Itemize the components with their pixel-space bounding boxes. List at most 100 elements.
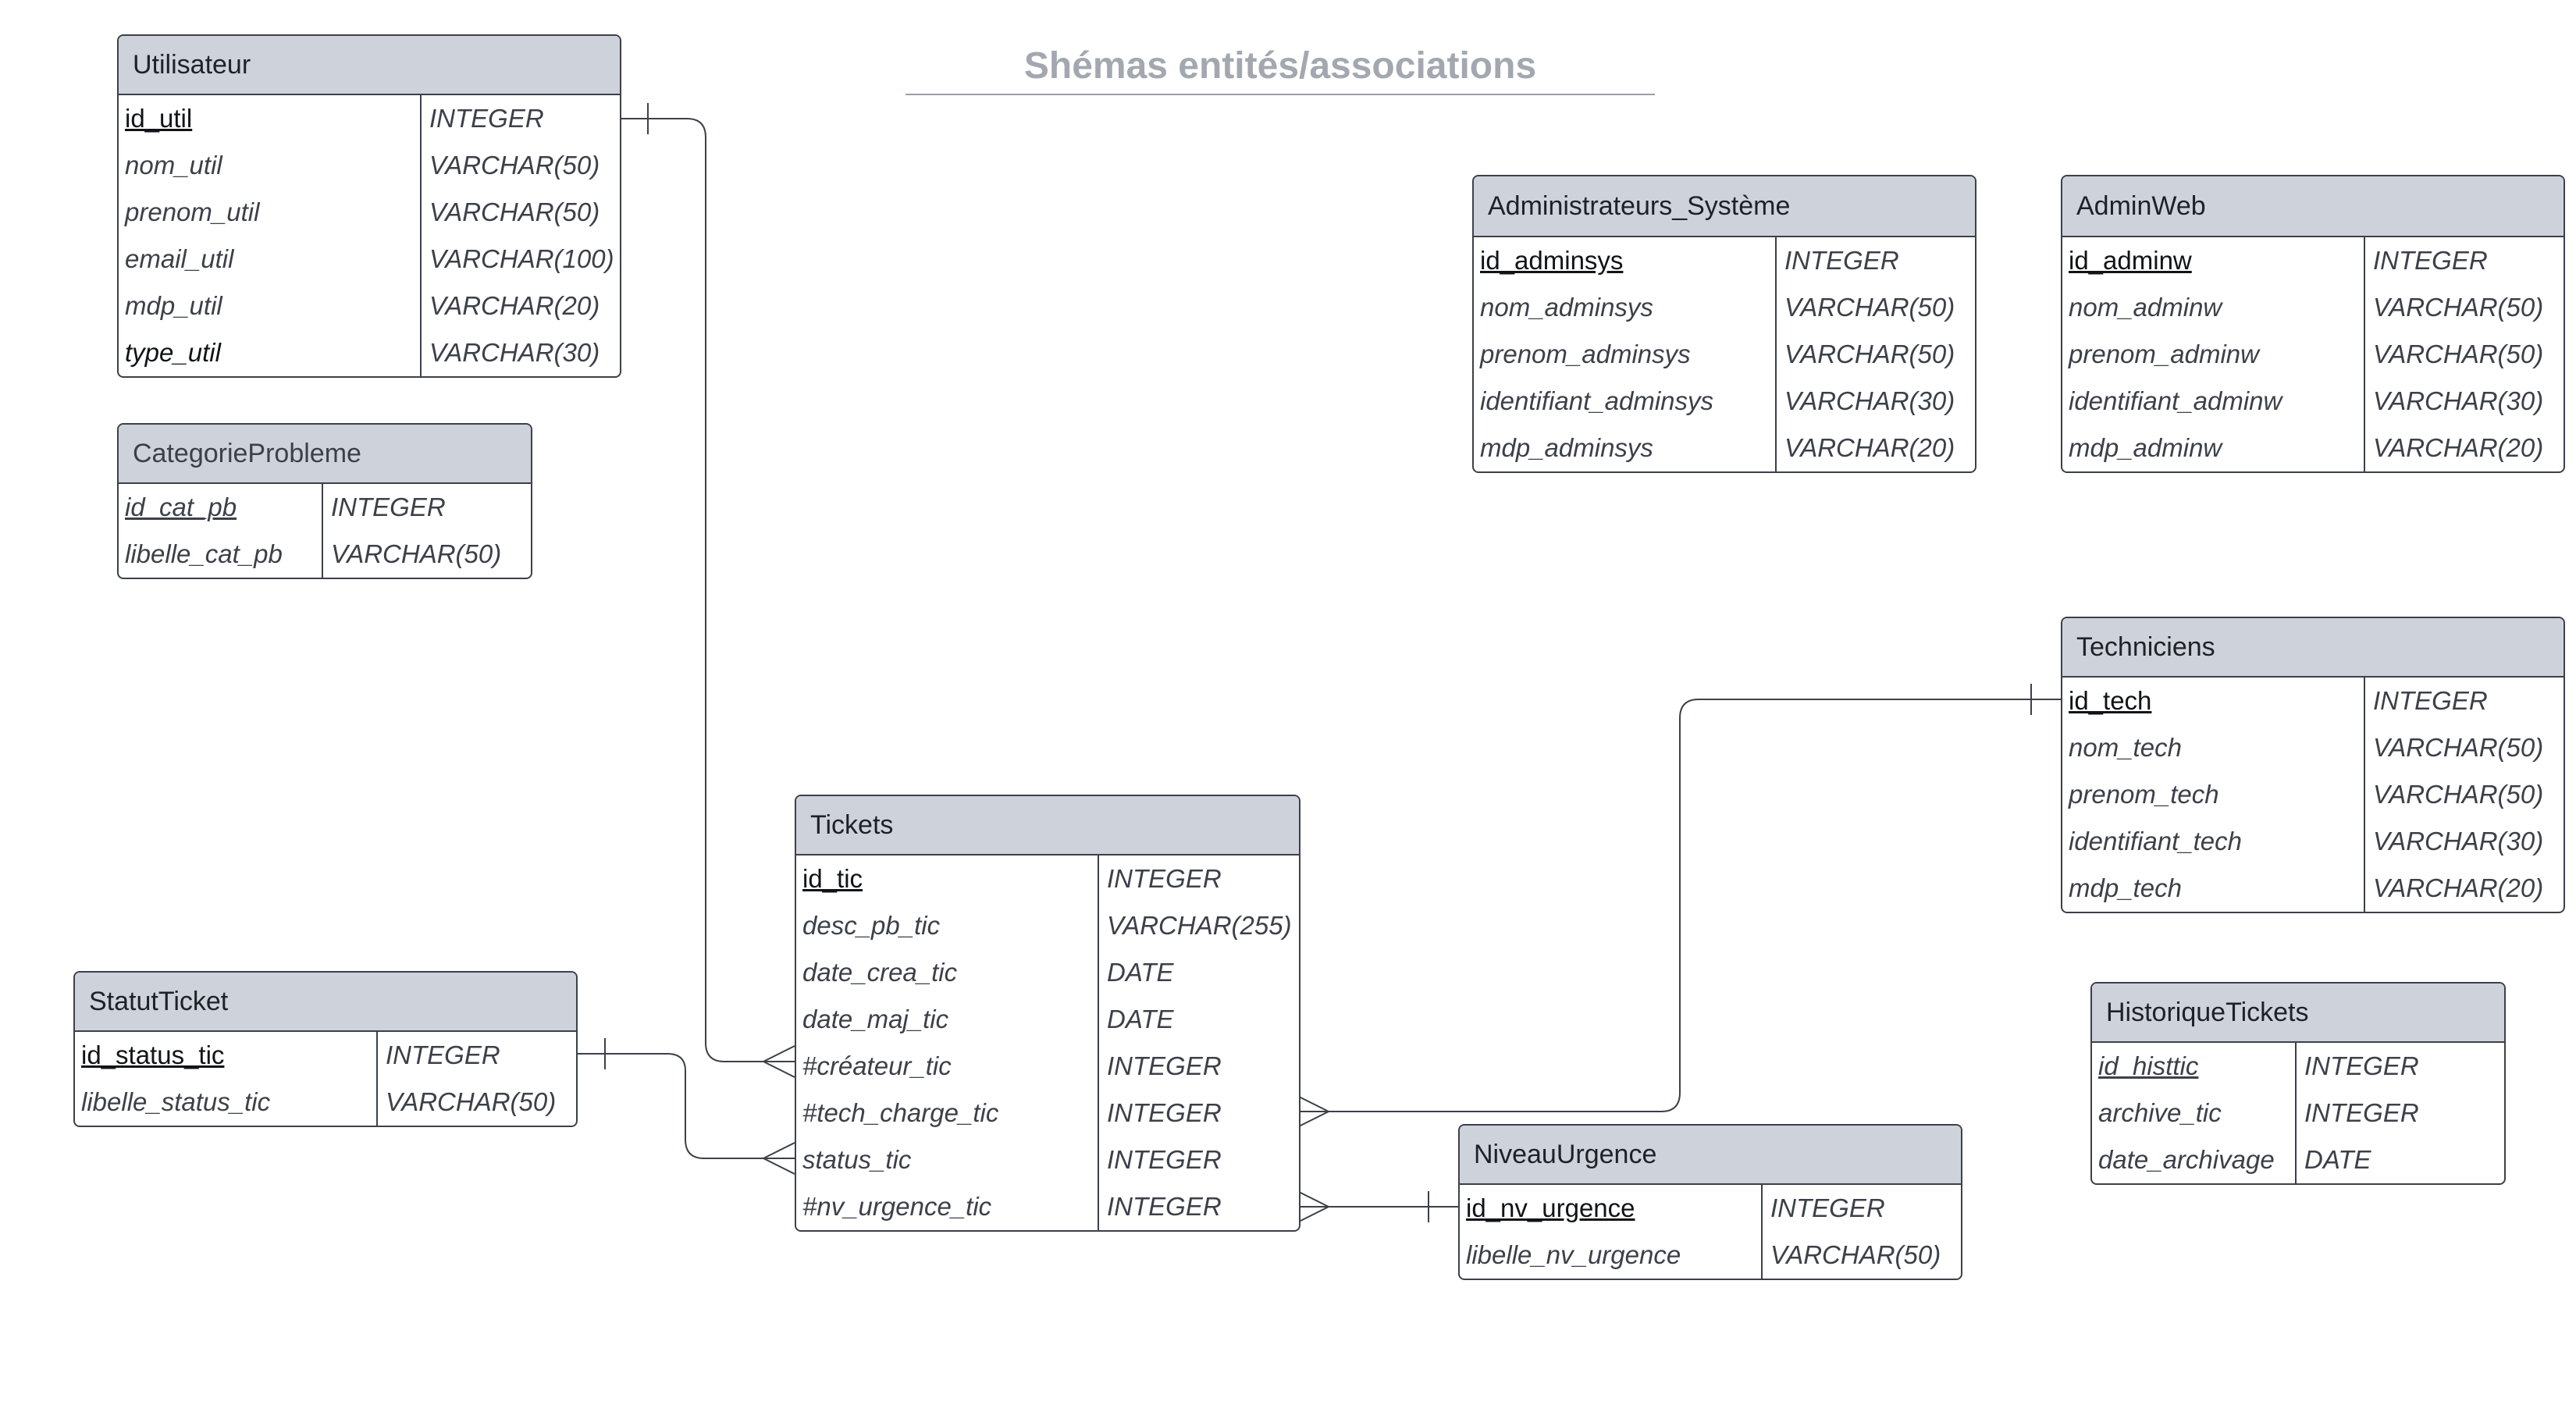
entity-title: Tickets <box>796 796 1299 855</box>
field-name: date_maj_tic <box>802 1005 949 1033</box>
field-type: VARCHAR(50) <box>429 151 600 180</box>
relation-utilisateur-tickets <box>618 118 795 1062</box>
table-row: identifiant_adminw VARCHAR(30) <box>2062 378 2564 425</box>
field-name: date_archivage <box>2098 1145 2275 1174</box>
field-type: VARCHAR(20) <box>429 291 600 320</box>
field-name: #nv_urgence_tic <box>802 1192 992 1221</box>
table-row: email_util VARCHAR(100) <box>119 236 620 283</box>
field-name: id_adminw <box>2069 246 2192 275</box>
field-type: INTEGER <box>1770 1193 1885 1222</box>
table-row: date_archivage DATE <box>2092 1136 2504 1183</box>
entity-title: CategorieProbleme <box>119 425 531 484</box>
field-name: prenom_tech <box>2069 780 2219 809</box>
table-row: type_util VARCHAR(30) <box>119 329 620 376</box>
field-type: VARCHAR(30) <box>2373 386 2544 415</box>
table-row: id_tech INTEGER <box>2062 678 2564 724</box>
entity-title: HistoriqueTickets <box>2092 984 2504 1043</box>
field-name: prenom_adminsys <box>1480 340 1691 368</box>
title-underline <box>906 94 1655 95</box>
table-row: #créateur_tic INTEGER <box>796 1043 1299 1090</box>
field-type: DATE <box>2304 1145 2371 1174</box>
field-name: id_cat_pb <box>125 493 237 521</box>
field-type: INTEGER <box>2304 1051 2419 1080</box>
entity-title: StatutTicket <box>75 973 576 1032</box>
table-row: nom_util VARCHAR(50) <box>119 142 620 189</box>
entity-title: AdminWeb <box>2062 176 2564 237</box>
field-type: INTEGER <box>1107 1145 1222 1174</box>
field-type: INTEGER <box>1107 1192 1222 1221</box>
diagram-title: Shémas entités/associations <box>1023 45 1537 87</box>
field-type: VARCHAR(50) <box>1784 293 1955 322</box>
field-type: VARCHAR(100) <box>429 244 614 273</box>
field-name: archive_tic <box>2098 1098 2222 1127</box>
field-type: INTEGER <box>429 104 544 133</box>
relation-tickets-techniciens <box>1297 699 2061 1112</box>
field-type: DATE <box>1107 958 1174 987</box>
field-name: mdp_tech <box>2069 873 2182 902</box>
field-type: INTEGER <box>1107 1051 1222 1080</box>
field-type: INTEGER <box>2373 686 2488 715</box>
field-name: mdp_adminsys <box>1480 433 1653 462</box>
field-name: date_crea_tic <box>802 958 958 987</box>
field-name: id_tech <box>2069 686 2152 715</box>
field-name: identifiant_adminw <box>2069 386 2282 415</box>
entity-title: Administrateurs_Système <box>1474 176 1975 237</box>
many-marker-tickets-urgence <box>1297 1190 1331 1223</box>
table-row: date_crea_tic DATE <box>796 949 1299 996</box>
field-type: VARCHAR(30) <box>429 338 600 367</box>
field-name: nom_util <box>125 151 222 180</box>
table-row: identifiant_tech VARCHAR(30) <box>2062 818 2564 865</box>
field-name: nom_adminw <box>2069 293 2222 322</box>
field-name: mdp_util <box>125 291 222 320</box>
table-row: date_maj_tic DATE <box>796 996 1299 1043</box>
field-name: nom_adminsys <box>1480 293 1653 322</box>
table-row: archive_tic INTEGER <box>2092 1090 2504 1136</box>
field-name: status_tic <box>802 1145 912 1174</box>
field-name: email_util <box>125 244 234 273</box>
field-name: id_adminsys <box>1480 246 1624 275</box>
field-type: VARCHAR(50) <box>429 197 600 226</box>
field-type: DATE <box>1107 1005 1174 1033</box>
field-type: VARCHAR(30) <box>1784 386 1955 415</box>
table-row: #nv_urgence_tic INTEGER <box>796 1183 1299 1230</box>
field-type: VARCHAR(20) <box>1784 433 1955 462</box>
field-type: VARCHAR(50) <box>2373 293 2544 322</box>
field-type: VARCHAR(20) <box>2373 873 2544 902</box>
field-type: VARCHAR(255) <box>1107 911 1292 940</box>
entity-title: NiveauUrgence <box>1460 1126 1961 1185</box>
many-marker-tickets-status <box>761 1142 795 1175</box>
field-name: identifiant_tech <box>2069 827 2242 855</box>
many-marker-tickets-createur <box>761 1045 795 1078</box>
field-type: VARCHAR(30) <box>2373 827 2544 855</box>
entity-title: Techniciens <box>2062 618 2564 678</box>
field-name: id_histtic <box>2098 1051 2199 1080</box>
field-name: desc_pb_tic <box>802 911 941 940</box>
field-type: INTEGER <box>2373 246 2488 275</box>
field-type: VARCHAR(50) <box>2373 733 2544 762</box>
table-row: mdp_adminsys VARCHAR(20) <box>1474 425 1975 471</box>
table-row: identifiant_adminsys VARCHAR(30) <box>1474 378 1975 425</box>
field-name: type_util <box>125 338 221 367</box>
field-name: #créateur_tic <box>802 1051 952 1080</box>
field-name: prenom_adminw <box>2069 340 2259 368</box>
field-name: identifiant_adminsys <box>1480 386 1713 415</box>
table-row: nom_adminw VARCHAR(50) <box>2062 284 2564 331</box>
table-row: mdp_util VARCHAR(20) <box>119 283 620 329</box>
field-type: VARCHAR(50) <box>2373 780 2544 809</box>
field-type: INTEGER <box>2304 1098 2419 1127</box>
